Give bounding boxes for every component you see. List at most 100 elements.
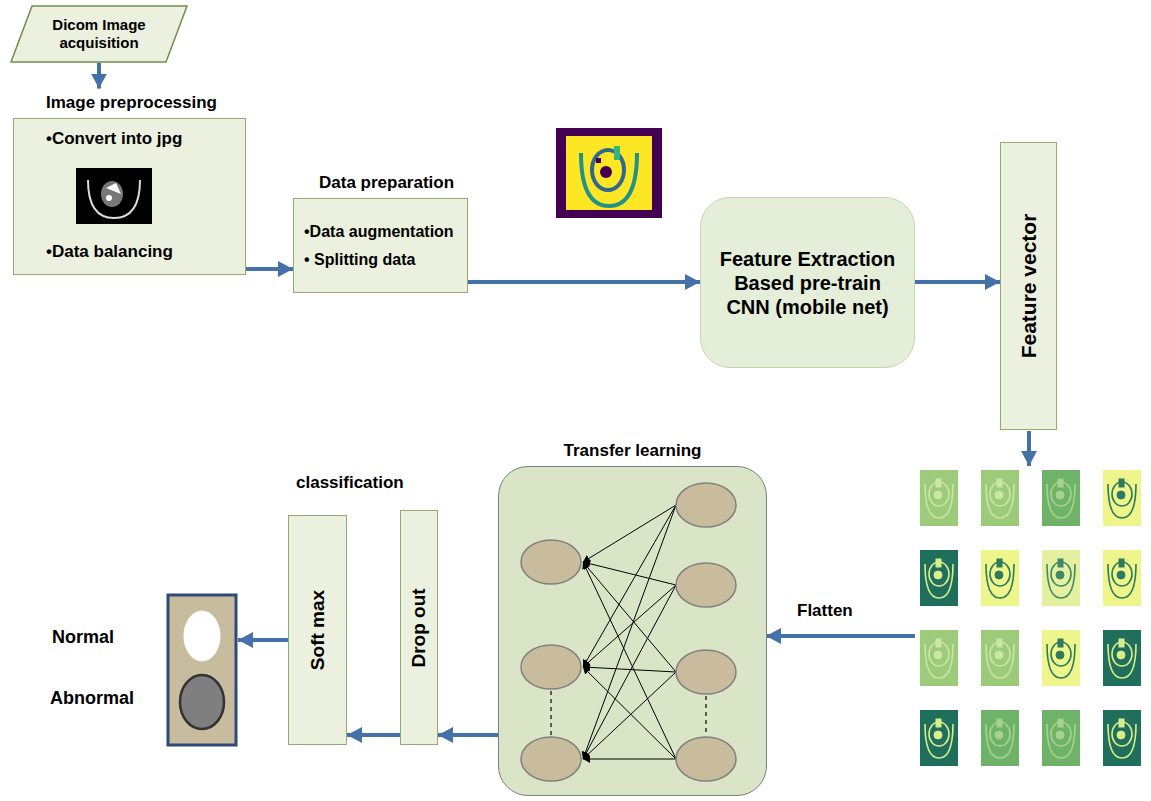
flow-arrow bbox=[347, 733, 400, 737]
feature-map-figure bbox=[1108, 559, 1136, 598]
feature-map-figure bbox=[986, 719, 1014, 758]
network-link bbox=[583, 505, 676, 759]
bullet-text: •Convert into jpg bbox=[46, 129, 182, 149]
normal-class-symbol bbox=[184, 611, 220, 661]
class-label: Normal bbox=[52, 627, 114, 649]
feature-map bbox=[981, 470, 1019, 526]
neuron bbox=[676, 483, 736, 527]
process-box: Data preparation•Data augmentation• Spli… bbox=[293, 198, 468, 293]
feature-map bbox=[981, 630, 1019, 686]
network-box: Transfer learning bbox=[498, 466, 767, 796]
stage-label: Flatten bbox=[797, 601, 853, 621]
neuron bbox=[676, 737, 736, 781]
parallelogram-shape bbox=[11, 6, 187, 62]
feature-map-image bbox=[556, 128, 662, 218]
feature-map bbox=[1103, 710, 1141, 766]
feature-map bbox=[1103, 630, 1141, 686]
neuron bbox=[676, 563, 736, 607]
flow-arrow bbox=[468, 280, 700, 284]
feature-map-figure bbox=[1108, 639, 1136, 678]
feature-map-grid bbox=[920, 470, 1141, 766]
node-text: Feature vector bbox=[1016, 214, 1041, 359]
node-text: Dicom Image acquisition bbox=[36, 16, 162, 52]
bullet-text: • Splitting data bbox=[304, 250, 415, 269]
flow-arrow bbox=[915, 280, 1000, 284]
node-text: Feature Extraction Based pre-train CNN (… bbox=[719, 247, 896, 319]
network-link bbox=[583, 585, 676, 667]
feature-map-figure bbox=[1047, 559, 1075, 598]
feature-map-figure bbox=[925, 479, 953, 518]
vertical-box: Soft max bbox=[288, 515, 347, 745]
output-box bbox=[168, 595, 236, 745]
image-bit bbox=[596, 158, 601, 163]
bullet-text: •Data augmentation bbox=[304, 222, 454, 241]
ct-bright-part bbox=[106, 195, 112, 201]
feature-map bbox=[920, 550, 958, 606]
network-neurons bbox=[521, 483, 736, 781]
feature-map bbox=[1042, 550, 1080, 606]
image-bit bbox=[614, 146, 620, 160]
neuron bbox=[521, 737, 581, 781]
feature-map-figure bbox=[986, 479, 1014, 518]
feature-map bbox=[1103, 550, 1141, 606]
image-ground bbox=[566, 136, 652, 210]
feature-map bbox=[1042, 710, 1080, 766]
class-label: Abnormal bbox=[50, 688, 134, 710]
feature-map-figure bbox=[925, 719, 953, 758]
stage-heading: Transfer learning bbox=[564, 441, 702, 461]
network-link bbox=[583, 759, 676, 760]
input-parallelogram: Dicom Image acquisition bbox=[10, 5, 188, 63]
ct-bright-part bbox=[106, 183, 121, 194]
feature-map-figure bbox=[1108, 719, 1136, 758]
ct-body bbox=[101, 181, 123, 207]
network-link bbox=[583, 505, 676, 667]
neuron bbox=[676, 650, 736, 694]
feature-map bbox=[1042, 630, 1080, 686]
stage-label: classification bbox=[296, 473, 404, 493]
feature-map bbox=[1103, 470, 1141, 526]
vertical-box: Drop out bbox=[400, 510, 438, 745]
flow-arrow bbox=[766, 634, 915, 638]
neuron bbox=[521, 645, 581, 689]
neuron bbox=[521, 540, 581, 584]
feature-map bbox=[920, 470, 958, 526]
network-link bbox=[583, 505, 676, 562]
ellipsis-line bbox=[550, 691, 551, 735]
ellipsis-line bbox=[705, 696, 706, 735]
ct-ground bbox=[76, 168, 152, 224]
vertical-box: Feature vector bbox=[1000, 142, 1057, 430]
feature-map-figure bbox=[986, 639, 1014, 678]
network-link bbox=[583, 585, 676, 759]
output-classes bbox=[168, 595, 236, 745]
image-frame bbox=[556, 128, 662, 218]
network-link bbox=[583, 667, 676, 672]
flow-arrow bbox=[238, 638, 288, 642]
network-link bbox=[583, 562, 676, 759]
feature-map bbox=[981, 550, 1019, 606]
feature-map-figure bbox=[1047, 719, 1075, 758]
network-link bbox=[583, 672, 676, 759]
stage-heading: Image preprocessing bbox=[46, 93, 217, 113]
flow-arrow bbox=[438, 733, 498, 737]
feature-map-figure bbox=[925, 639, 953, 678]
feature-map-figure bbox=[1047, 479, 1075, 518]
flow-arrow bbox=[1027, 431, 1031, 466]
feature-map-figure bbox=[1047, 639, 1075, 678]
image-arc bbox=[581, 153, 637, 206]
bullet-text: •Data balancing bbox=[46, 242, 173, 262]
process-box: Image preprocessing•Convert into jpg •Da… bbox=[13, 118, 246, 275]
network-link bbox=[583, 562, 676, 672]
feature-map bbox=[920, 710, 958, 766]
ct-scan-image bbox=[76, 168, 152, 224]
abnormal-class-symbol bbox=[180, 675, 224, 729]
image-dot bbox=[600, 166, 612, 178]
node-text: Soft max bbox=[306, 590, 329, 670]
ct-arc bbox=[88, 180, 140, 218]
feature-map bbox=[981, 710, 1019, 766]
feature-map bbox=[920, 630, 958, 686]
process-box: Feature Extraction Based pre-train CNN (… bbox=[700, 197, 915, 368]
feature-map-figure bbox=[1108, 479, 1136, 518]
network-link bbox=[583, 562, 676, 585]
feature-map-figure bbox=[925, 559, 953, 598]
